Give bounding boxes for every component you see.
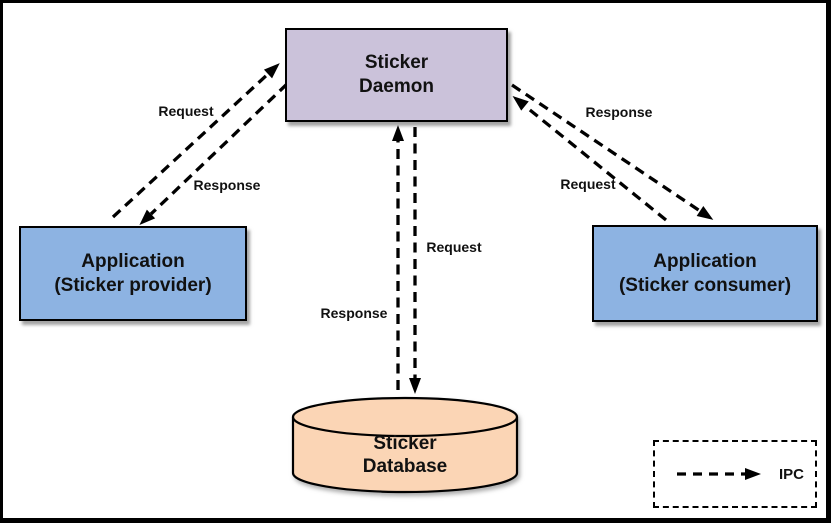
node-label-line2: Daemon (359, 76, 434, 97)
node-label-line2: (Sticker provider) (54, 274, 212, 296)
node-label-line1: Sticker (373, 433, 437, 454)
left-request-arrow (111, 63, 280, 219)
edge-label-mid-request: Request (426, 239, 482, 255)
node-label-line2: (Sticker consumer) (618, 274, 792, 296)
node-application-consumer: Application (Sticker consumer) (592, 225, 818, 322)
left-response-arrow (139, 82, 289, 226)
legend-label: IPC (779, 465, 805, 483)
database-cylinder (291, 396, 519, 494)
right-request-arrow (512, 95, 668, 222)
node-application-provider: Application (Sticker provider) (19, 226, 247, 321)
ipc-arrow-icon (677, 468, 761, 480)
database-cylinder-body (291, 417, 519, 494)
edge-label-mid-response: Response (320, 305, 388, 321)
node-label-line1: Application (653, 250, 757, 272)
edge-label-left-request: Request (158, 103, 214, 119)
edge-label-right-response: Response (585, 104, 653, 120)
edge-label-left-response: Response (193, 177, 261, 193)
legend: IPC (653, 440, 817, 508)
node-sticker-daemon: Sticker Daemon (285, 28, 508, 122)
node-label-line1: Application (81, 250, 185, 272)
node-label-line1: Sticker (364, 52, 429, 73)
edge-label-right-request: Request (560, 176, 616, 192)
right-response-arrow (511, 83, 714, 220)
node-sticker-database-label: Sticker Database (293, 432, 517, 478)
database-cylinder-top (291, 396, 519, 438)
node-label-line2: Database (362, 456, 448, 477)
